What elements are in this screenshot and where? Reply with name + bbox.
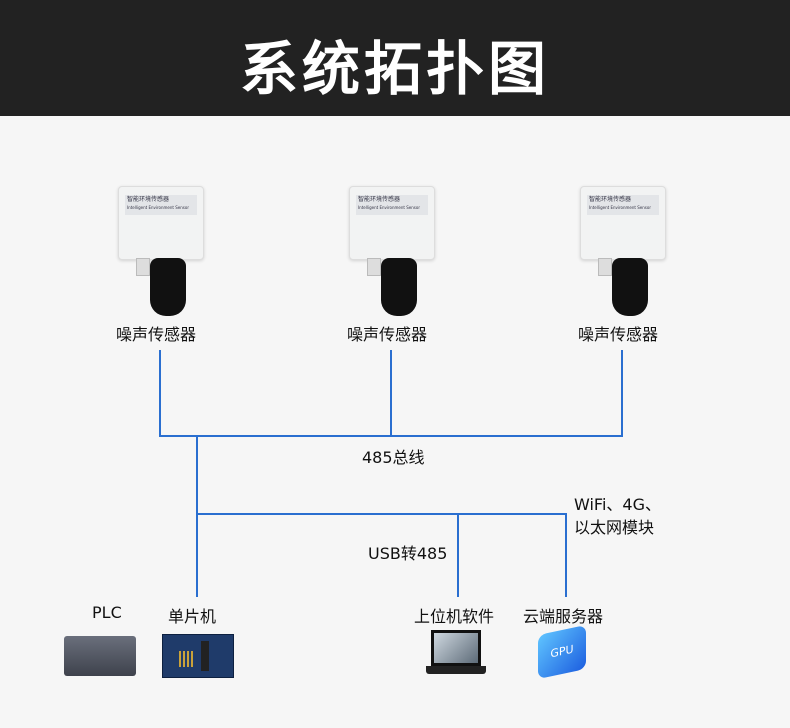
microphone-icon [381, 258, 417, 316]
noise-sensor-1: 智能环境传感器 Intelligent Environment Sensor [114, 186, 206, 316]
wireless-label-1: WiFi、4G、 [574, 495, 661, 514]
plate-en: Intelligent Environment Sensor [358, 205, 420, 210]
bus-line [159, 435, 623, 437]
sensor-label-1: 噪声传感器 [116, 325, 197, 344]
pc-drop [457, 513, 459, 597]
plate-en: Intelligent Environment Sensor [127, 205, 189, 210]
sensor-label-3: 噪声传感器 [578, 325, 659, 344]
sensor-drop-1 [159, 350, 161, 437]
laptop-base [426, 666, 486, 674]
plate-cn: 智能环境传感器 [358, 196, 401, 203]
trunk-line [196, 435, 198, 597]
page-title: 系统拓扑图 [239, 35, 550, 103]
plc-label: PLC [92, 603, 122, 622]
plate-cn: 智能环境传感器 [127, 196, 170, 203]
noise-sensor-2: 智能环境传感器 Intelligent Environment Sensor [345, 186, 437, 316]
cloud-drop [565, 513, 567, 597]
plate-en: Intelligent Environment Sensor [589, 205, 651, 210]
sensor-drop-2 [390, 350, 392, 437]
microphone-icon [150, 258, 186, 316]
noise-sensor-3: 智能环境传感器 Intelligent Environment Sensor [576, 186, 668, 316]
branch-line [196, 513, 567, 515]
sensor-drop-3 [621, 350, 623, 437]
pc-label: 上位机软件 [414, 607, 495, 626]
usb-label: USB转485 [368, 544, 448, 563]
microphone-icon [612, 258, 648, 316]
plc-icon [64, 636, 136, 676]
cloud-label: 云端服务器 [523, 607, 604, 626]
mcu-board-icon [162, 634, 234, 678]
gpu-chip-icon: GPU [538, 624, 586, 680]
gpu-text: GPU [550, 642, 574, 661]
mcu-label: 单片机 [168, 607, 217, 626]
header-bar [0, 0, 790, 116]
laptop-icon [431, 630, 481, 666]
plate-cn: 智能环境传感器 [589, 196, 632, 203]
wireless-label-2: 以太网模块 [574, 518, 655, 537]
sensor-label-2: 噪声传感器 [347, 325, 428, 344]
bus-label: 485总线 [362, 448, 425, 467]
